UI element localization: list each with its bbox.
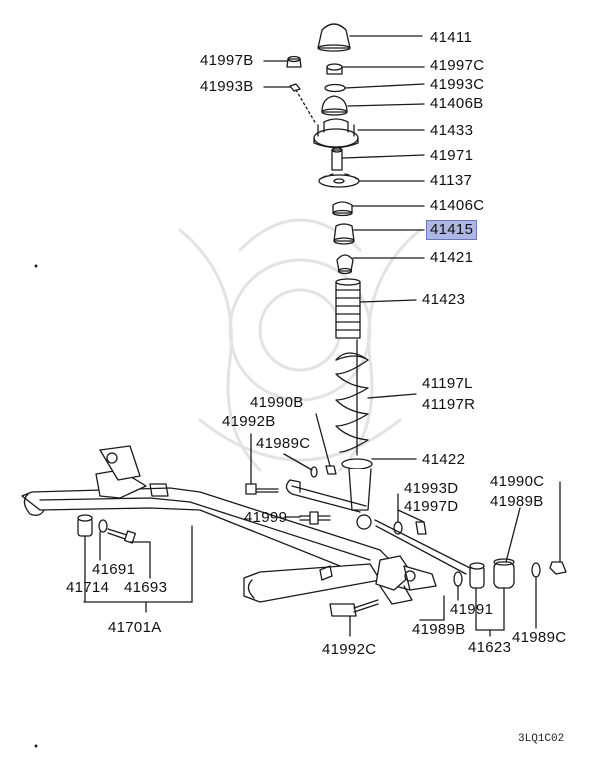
part-41433-upper-mount [313, 118, 359, 149]
label-41993d: 41993D [404, 480, 459, 497]
label-41989c-lower: 41989C [512, 629, 567, 646]
label-41693: 41693 [124, 579, 168, 596]
part-41406c-bushing [332, 201, 353, 217]
label-41433: 41433 [430, 122, 474, 139]
part-41701a-axle-beam [21, 445, 437, 605]
label-41691: 41691 [92, 561, 136, 578]
part-41691-bushing [77, 514, 93, 537]
label-41993c: 41993C [430, 76, 485, 93]
part-41411-bump-cap [317, 23, 351, 52]
part-41990b-nut [325, 465, 337, 475]
part-41990c-nut [549, 561, 567, 575]
part-41991-washer [453, 571, 463, 587]
part-41997d-nut [415, 521, 427, 535]
label-41993b: 41993B [200, 78, 254, 95]
part-41623-bushing [493, 558, 515, 589]
part-41422-strut-body [341, 339, 373, 530]
part-41989b-bushing-right [469, 562, 485, 589]
part-41415-cup [333, 223, 355, 245]
part-41997c-nut [326, 63, 343, 75]
part-41992b-bolt [245, 483, 279, 495]
label-41197l: 41197L [422, 375, 473, 392]
label-41991: 41991 [450, 601, 494, 618]
leader-lines-left-bottom [83, 525, 193, 613]
label-41411: 41411 [430, 29, 473, 46]
label-41989c-upper: 41989C [256, 435, 311, 452]
part-41971-spacer [331, 147, 343, 171]
label-41406c: 41406C [430, 197, 485, 214]
part-41423-dust-boot [335, 278, 361, 339]
part-41989c-washer-left [310, 466, 318, 478]
label-41421: 41421 [430, 249, 474, 266]
part-41421-bump-stop [336, 254, 354, 275]
label-41997d: 41997D [404, 498, 459, 515]
label-41701a: 41701A [108, 619, 162, 636]
label-41989b-lower: 41989B [412, 621, 466, 638]
label-41137: 41137 [430, 172, 473, 189]
label-41992c: 41992C [322, 641, 377, 658]
part-41714-washer [98, 519, 108, 533]
part-lateral-rod [285, 479, 471, 575]
label-41423: 41423 [422, 291, 466, 308]
part-41693-bolt [107, 528, 136, 544]
label-41197r: 41197R [422, 396, 476, 413]
label-41415-highlighted[interactable]: 41415 [426, 220, 478, 240]
diagram-code: 3LQ1C02 [518, 733, 565, 745]
label-41997b: 41997B [200, 52, 254, 69]
part-41999-bolt [299, 511, 331, 525]
label-41623: 41623 [468, 639, 512, 656]
watermark-emblem [178, 218, 422, 472]
part-41992c-bolt [329, 599, 379, 617]
part-41406b-bushing [321, 95, 348, 116]
label-41990c: 41990C [490, 473, 545, 490]
part-41989c-washer-right [531, 562, 541, 578]
part-41137-spring-seat [318, 173, 360, 188]
label-41992b: 41992B [222, 413, 276, 430]
leader-lines-right [419, 481, 561, 637]
label-41990b: 41990B [250, 394, 304, 411]
part-41997b-nut [286, 55, 302, 68]
label-41406b: 41406B [430, 95, 484, 112]
label-41422: 41422 [422, 451, 466, 468]
label-41971: 41971 [430, 147, 474, 164]
label-41989b-upper: 41989B [490, 493, 544, 510]
label-41997c: 41997C [430, 57, 485, 74]
leader-lines-upper [263, 35, 425, 460]
part-41993c-washer [324, 83, 346, 93]
label-41999: 41999 [244, 509, 288, 526]
label-41714: 41714 [66, 579, 110, 596]
part-41993b-washer [289, 83, 301, 92]
